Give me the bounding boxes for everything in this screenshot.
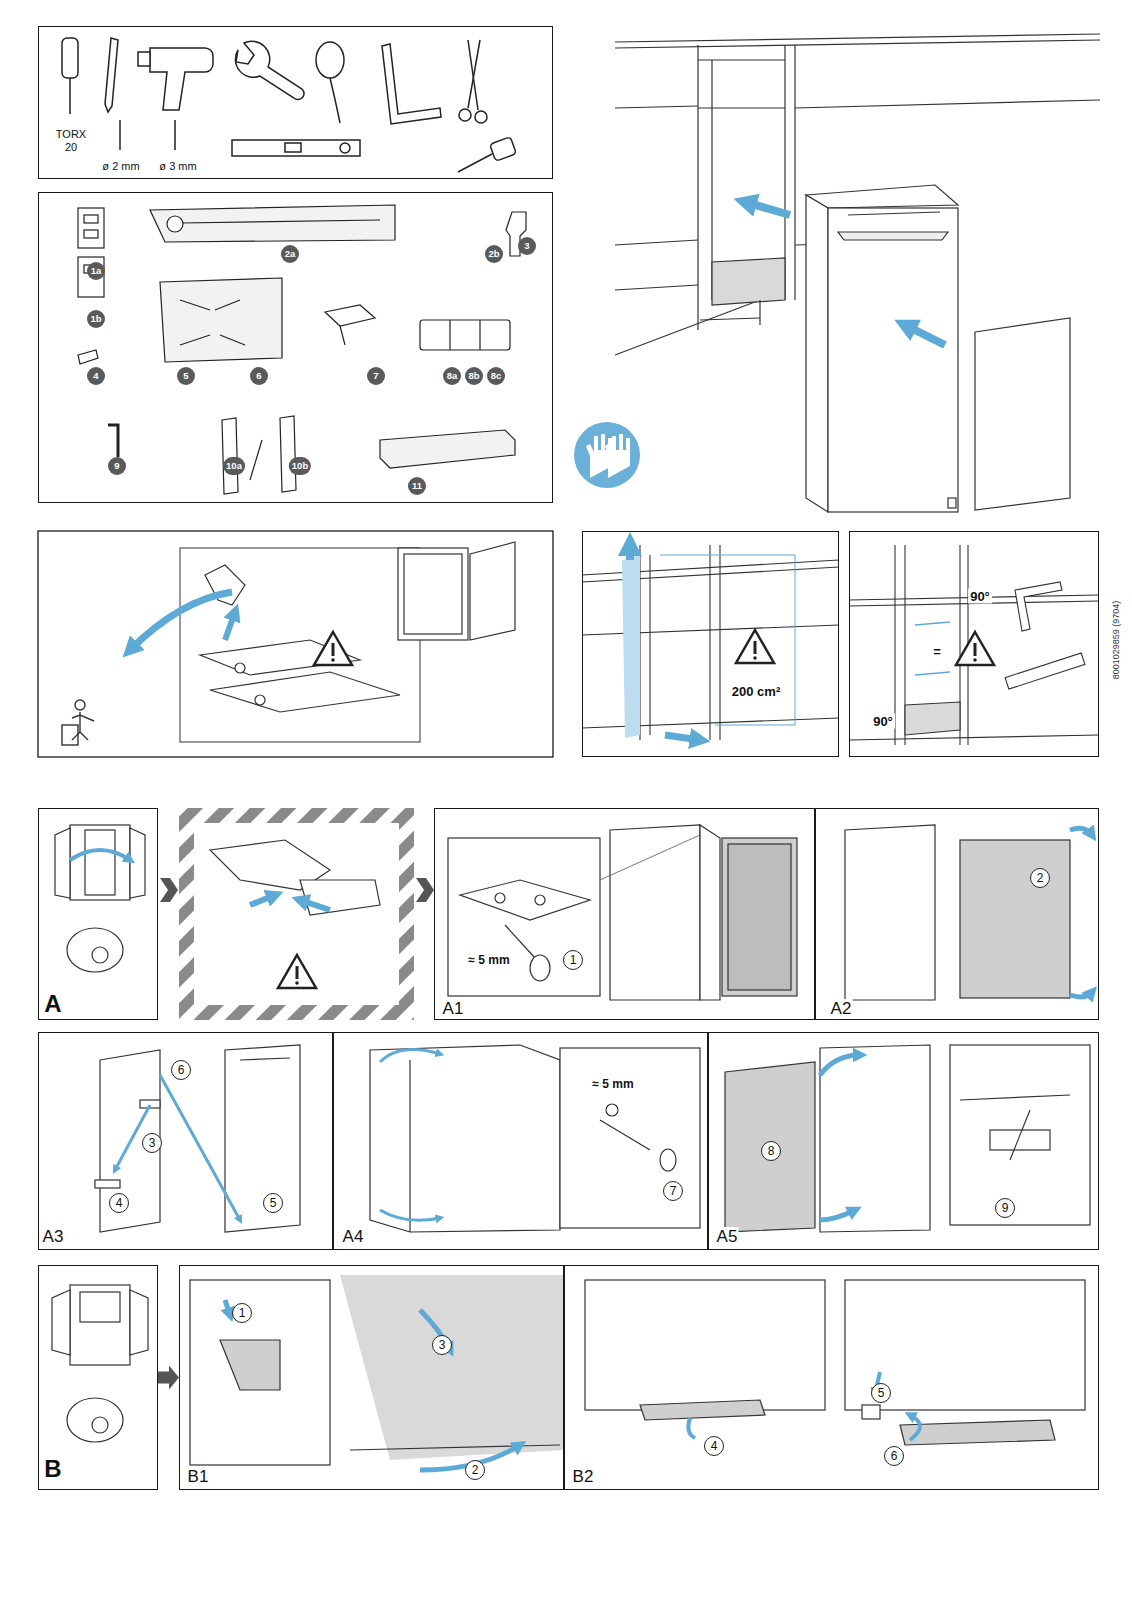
- section-letter: B: [44, 1455, 61, 1483]
- step-label: A5: [716, 1227, 739, 1247]
- part-number: 3: [518, 237, 536, 255]
- step-label: A4: [342, 1227, 365, 1247]
- panel: ≈ 5 mm 7A4: [333, 1032, 708, 1250]
- callout-number: 7: [663, 1181, 683, 1201]
- panel: 2A2: [815, 808, 1099, 1020]
- tool-label: TORX 20: [51, 128, 91, 154]
- callout-number: 1: [563, 950, 583, 970]
- panel: 200 cm²: [582, 531, 839, 757]
- step-label: A3: [42, 1227, 65, 1247]
- callout-number: 1: [232, 1303, 252, 1323]
- panel: 6 3 4 5A3: [38, 1032, 333, 1250]
- callout-number: 2: [465, 1460, 485, 1480]
- callout-number: 9: [995, 1198, 1015, 1218]
- callout-number: 5: [871, 1383, 891, 1403]
- panel: 90° = 90°: [849, 531, 1099, 757]
- callout-number: 4: [109, 1193, 129, 1213]
- panel: ≈ 5 mm 1A1: [434, 808, 815, 1020]
- callout-number: 4: [704, 1436, 724, 1456]
- part-number: 8c: [487, 367, 505, 385]
- callout-number: 3: [142, 1133, 162, 1153]
- part-number: 8a: [443, 367, 461, 385]
- panel: TORX 20 ø 2 mm ø 3 mm: [38, 26, 553, 179]
- step-label: A1: [442, 999, 465, 1019]
- part-number: 1b: [87, 310, 105, 328]
- step-arrow: [158, 1366, 179, 1390]
- step-label: B2: [572, 1467, 595, 1487]
- callout-number: 6: [171, 1060, 191, 1080]
- angle-label: 90°: [968, 589, 992, 604]
- part-number: 9: [108, 457, 126, 475]
- equal-sign: =: [931, 644, 943, 659]
- section-letter: A: [44, 990, 61, 1018]
- dimension-label: ø 2 mm: [101, 160, 140, 172]
- callout-number: 5: [263, 1193, 283, 1213]
- part-number: 11: [408, 477, 426, 495]
- angle-label: 90°: [871, 714, 895, 729]
- part-number: 2a: [281, 245, 299, 263]
- part-number: 6: [250, 367, 268, 385]
- part-number: 10b: [289, 457, 311, 475]
- callout-number: 6: [884, 1446, 904, 1466]
- part-number: 4: [87, 367, 105, 385]
- part-number: 5: [177, 367, 195, 385]
- document-number: 8001029859 (9704): [1111, 601, 1121, 680]
- step-label: B1: [187, 1467, 210, 1487]
- panel: 1a 2a 2b 3 1b 4 5 6 7 8a8b8c 9 10a 10b 11: [38, 192, 553, 503]
- dimension-label: ≈ 5 mm: [590, 1077, 635, 1091]
- part-number: 2b: [485, 245, 503, 263]
- panel: 4 5 6B2: [564, 1265, 1099, 1490]
- callout-number: 3: [432, 1335, 452, 1355]
- step-label: A2: [830, 999, 853, 1019]
- dimension-label: ≈ 5 mm: [466, 953, 511, 967]
- dimension-label: ø 3 mm: [158, 160, 197, 172]
- part-number: 1a: [87, 262, 105, 280]
- panel: B: [38, 1265, 158, 1490]
- panel: A: [38, 808, 158, 1020]
- part-number: 10a: [223, 457, 245, 475]
- part-number: 7: [367, 367, 385, 385]
- part-number: 8b: [465, 367, 483, 385]
- area-label: 200 cm²: [730, 684, 782, 699]
- panel: 8 9A5: [708, 1032, 1099, 1250]
- panel: 1 3 2 B1: [179, 1265, 564, 1490]
- callout-number: 2: [1030, 868, 1050, 888]
- callout-number: 8: [761, 1141, 781, 1161]
